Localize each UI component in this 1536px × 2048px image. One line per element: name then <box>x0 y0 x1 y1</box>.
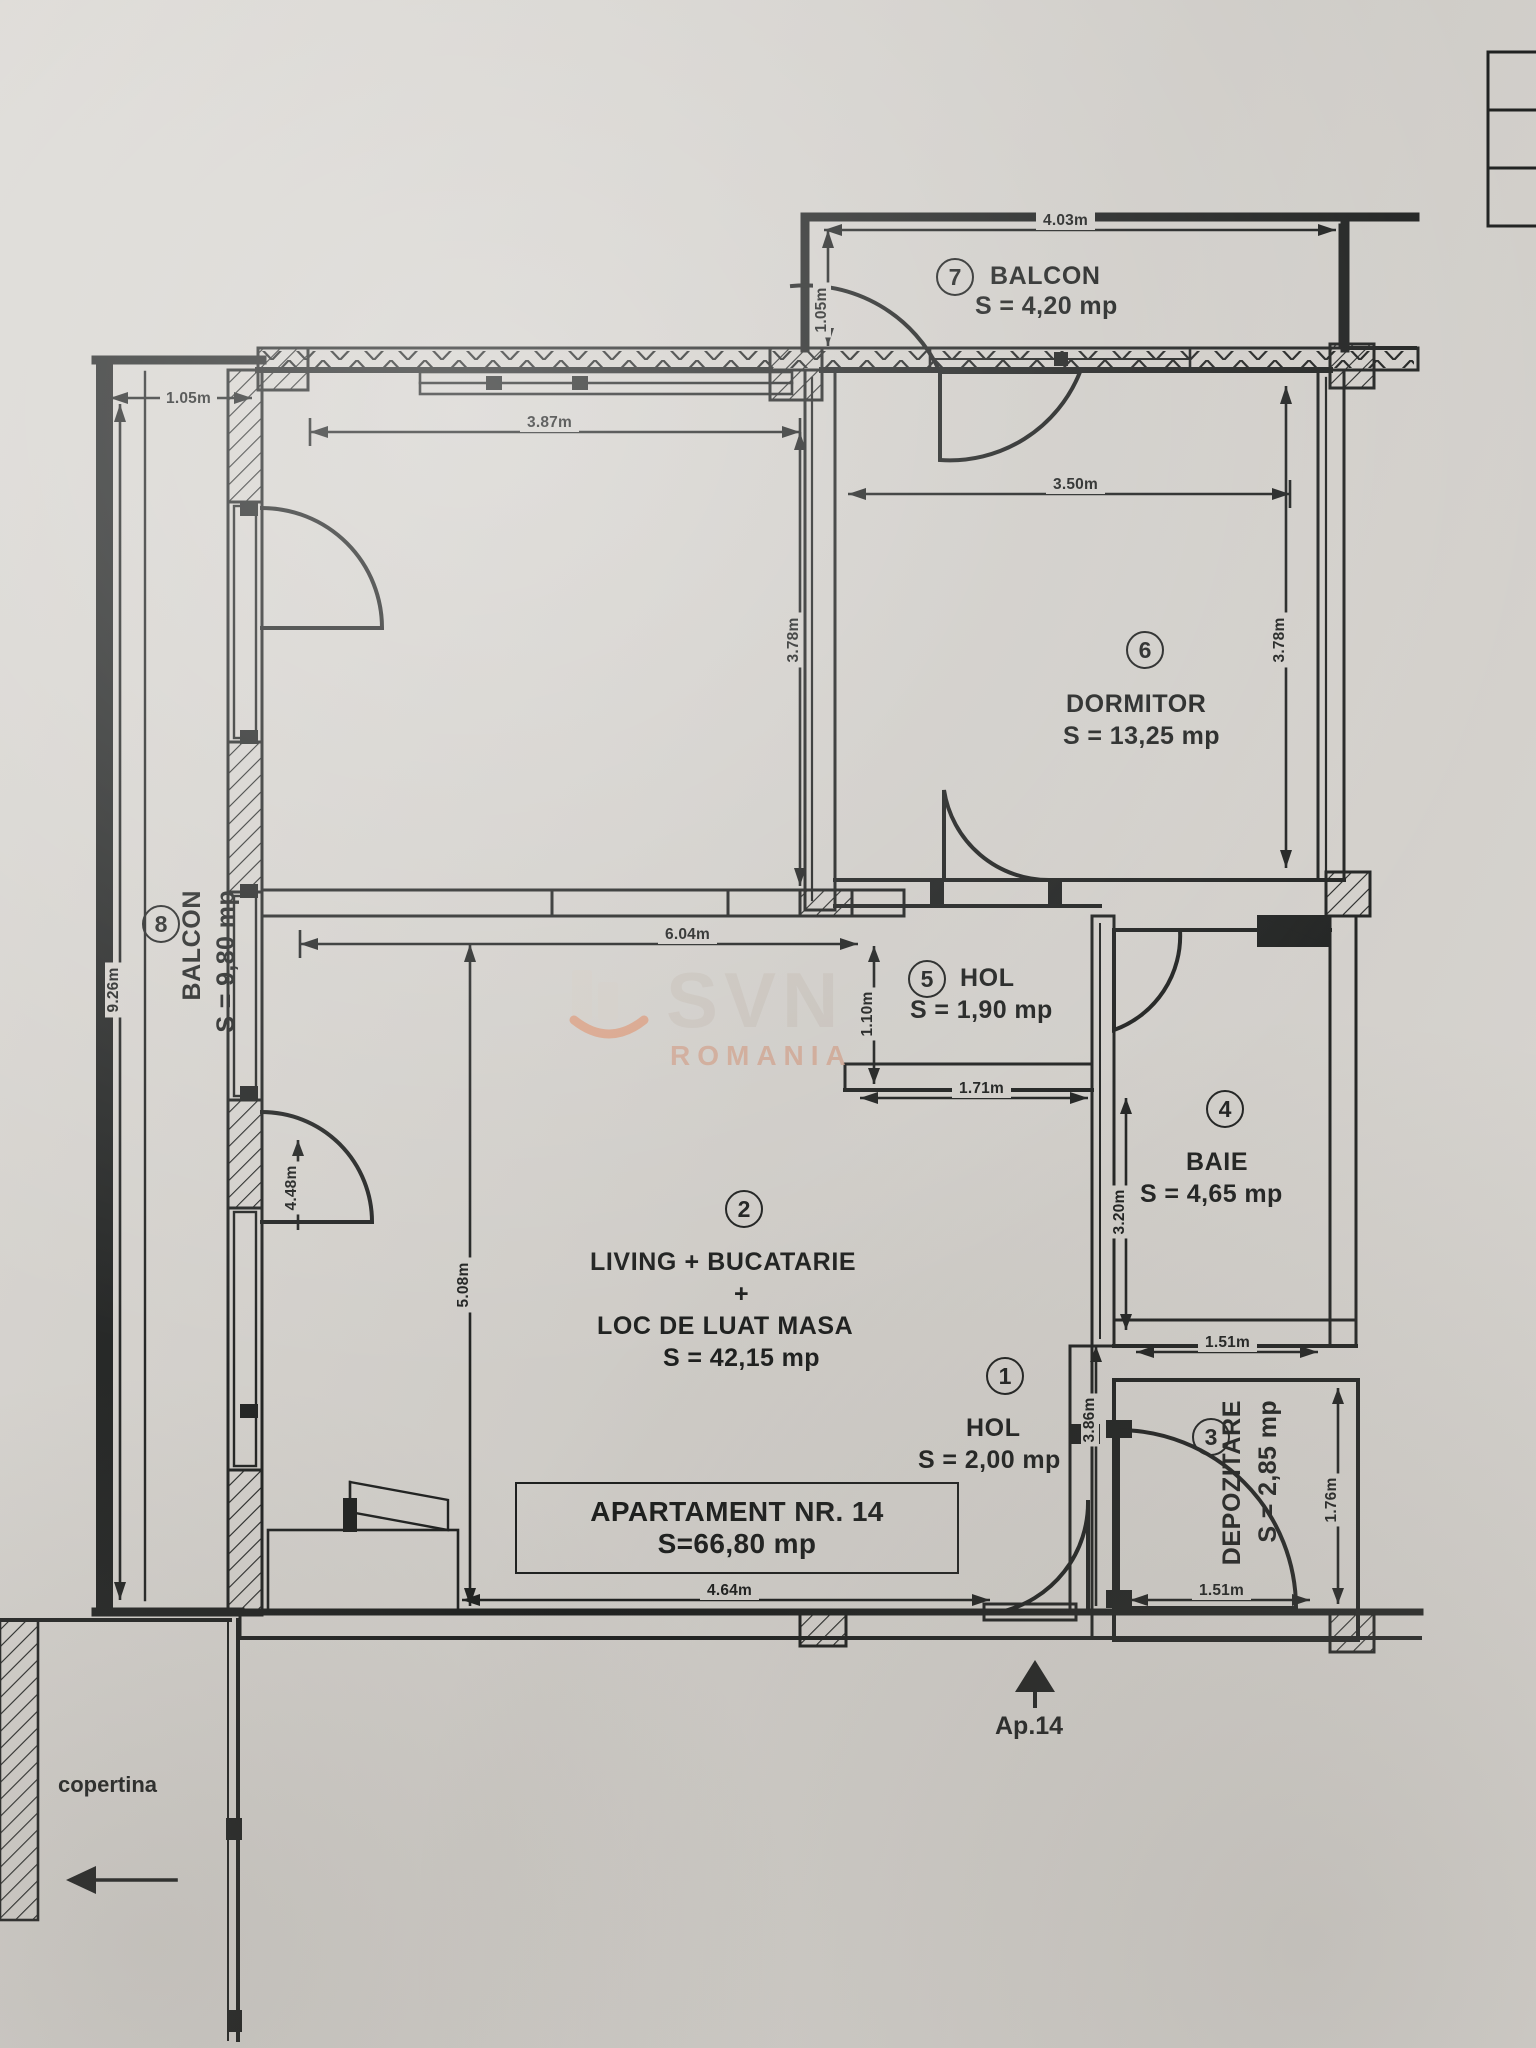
room-area-balcon-7: S = 4,20 mp <box>975 292 1118 320</box>
dim-dormitor-depth: 3.78m <box>1271 612 1289 668</box>
upper-room-walls <box>260 368 906 918</box>
room-number-4: 4 <box>1206 1090 1244 1128</box>
dim-hol5-width: 1.71m <box>952 1080 1011 1098</box>
apartment-title-box: APARTAMENT NR. 14 S=66,80 mp <box>515 1482 959 1574</box>
dim-bottom-width: 4.64m <box>700 1582 759 1600</box>
balcony-8-outline <box>91 355 267 1617</box>
copertina-arrow <box>66 1866 178 1894</box>
apartment-area: S=66,80 mp <box>657 1528 817 1559</box>
entrance-apartment-tag: Ap.14 <box>995 1712 1064 1740</box>
dimension-lines <box>110 224 1344 1606</box>
room-number-7: 7 <box>936 258 974 296</box>
room-name-living-dining: LOC DE LUAT MASA <box>597 1312 854 1340</box>
window-upper-left <box>418 370 794 396</box>
dim-depoz-depth: 1.76m <box>1323 1473 1341 1527</box>
dormitor-door-swing <box>938 370 1083 463</box>
dim-balcon7-width: 4.03m <box>1036 212 1095 230</box>
dim-depoz-width: 1.51m <box>1192 1582 1251 1600</box>
apartment-title: APARTAMENT NR. 14 <box>590 1496 884 1527</box>
dim-living-height: 5.08m <box>455 1257 473 1313</box>
room-number-2: 2 <box>725 1190 763 1228</box>
dim-balcon8-top: 1.05m <box>160 390 217 408</box>
room-area-depozitare: S = 2,85 mp <box>1254 1400 1282 1543</box>
dim-living-midwall: 3.78m <box>785 612 803 668</box>
dim-hol1-depth: 3.86m <box>1081 1393 1099 1447</box>
room-name-balcon-8: BALCON <box>178 890 206 1001</box>
hol5-to-dormitor-door-swing <box>942 789 1051 883</box>
entrance-arrow <box>1015 1660 1055 1708</box>
door-swing-left-upper <box>259 505 385 630</box>
room-number-6: 6 <box>1126 631 1164 669</box>
room-area-dormitor: S = 13,25 mp <box>1063 722 1220 750</box>
entrance-door-swing <box>982 1499 1091 1622</box>
dim-balcon8-length: 9.26m <box>105 962 123 1018</box>
room-area-hol-5: S = 1,90 mp <box>910 996 1053 1024</box>
room-name-baie: BAIE <box>1186 1148 1249 1176</box>
room-area-baie: S = 4,65 mp <box>1140 1180 1283 1208</box>
room-name-hol-1: HOL <box>966 1414 1021 1442</box>
room-area-living: S = 42,15 mp <box>663 1344 820 1372</box>
dormitor-walls <box>789 283 1372 918</box>
copertina-hatch <box>0 1618 242 2042</box>
dim-baie-depth: 3.20m <box>1111 1185 1129 1239</box>
room-name-living-plus: + <box>734 1280 750 1308</box>
dim-living-top: 3.87m <box>520 414 579 432</box>
room-name-hol-5: HOL <box>960 964 1015 992</box>
room-area-balcon-8: S = 9,80 mp <box>212 890 240 1033</box>
dim-left-wall: 4.48m <box>283 1161 301 1215</box>
plan-geometry <box>0 50 1536 2042</box>
dim-living-width: 6.04m <box>658 926 717 944</box>
legend-fragment <box>1486 50 1536 228</box>
room-number-3: 3 <box>1192 1418 1230 1456</box>
room-name-living: LIVING + BUCATARIE <box>590 1248 857 1276</box>
room-name-balcon-7: BALCON <box>990 262 1101 290</box>
room-number-1: 1 <box>986 1357 1024 1395</box>
dim-hol5-depth: 1.10m <box>859 987 877 1041</box>
copertina-label: copertina <box>58 1772 158 1797</box>
dim-dormitor-width: 3.50m <box>1046 476 1105 494</box>
dim-balcon7-depth: 1.05m <box>813 282 831 338</box>
room-name-dormitor: DORMITOR <box>1066 690 1207 718</box>
balcony-7-outline <box>800 212 1420 353</box>
dim-baie-width: 1.51m <box>1198 1334 1257 1352</box>
room-name-depozitare: DEPOZITARE <box>1218 1400 1246 1566</box>
room-number-5: 5 <box>908 960 946 998</box>
door-swing-left-lower <box>259 1109 375 1224</box>
room-number-8: 8 <box>142 905 180 943</box>
room-area-hol-1: S = 2,00 mp <box>918 1446 1061 1474</box>
